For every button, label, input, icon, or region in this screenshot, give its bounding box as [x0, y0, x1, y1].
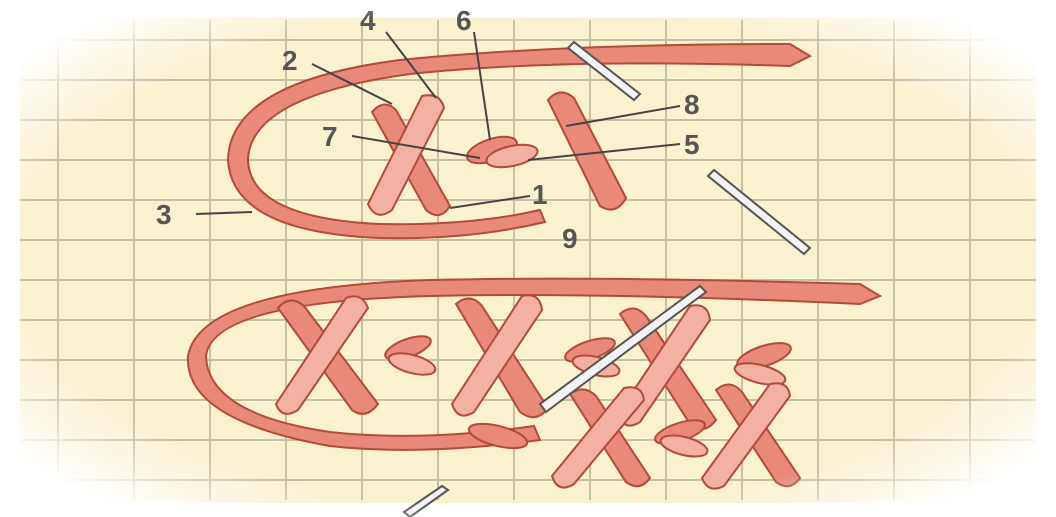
vignette-overlay	[0, 0, 1056, 517]
cross-stitch-diagram: 2 4 6 7 8 5 1 3 9	[0, 0, 1056, 517]
stitch-illustration: 2 4 6 7 8 5 1 3 9	[0, 0, 1056, 517]
